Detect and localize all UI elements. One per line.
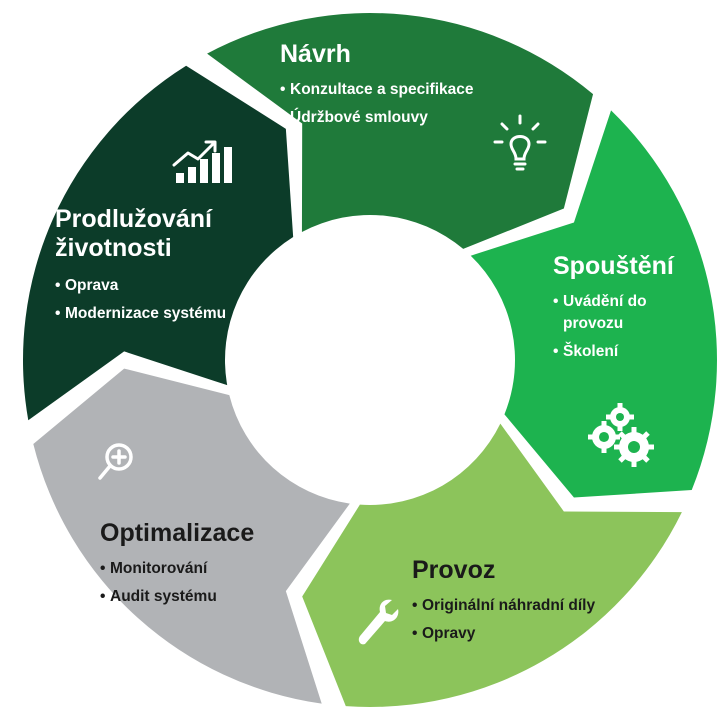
segment-item: •Opravy (412, 623, 642, 645)
bullet: • (280, 109, 286, 126)
bullet: • (412, 597, 418, 614)
segment-item: •Oprava (55, 275, 255, 297)
lightbulb-icon (493, 114, 547, 171)
item-label: Školení (563, 343, 619, 360)
segment-navrh: Návrh •Konzultace a specifikace •Údržbov… (280, 40, 570, 135)
segment-title: Optimalizace (100, 519, 255, 547)
item-label: Monitorování (110, 560, 208, 577)
segment-item: •Monitorování (100, 558, 330, 580)
segment-item: •Originální náhradní díly (412, 595, 642, 617)
item-label: Uvádění do provozu (563, 293, 647, 332)
item-label: Audit systému (110, 588, 217, 605)
bullet: • (412, 625, 418, 642)
wrench-icon (358, 599, 399, 645)
segment-item: •Školení (553, 341, 703, 363)
bullet: • (55, 277, 61, 294)
segment-provoz: Provoz •Originální náhradní díly •Opravy (412, 556, 642, 651)
ring-segment-optimalizace (33, 368, 350, 704)
item-label: Modernizace systému (65, 305, 227, 322)
item-label: Oprava (65, 277, 119, 294)
item-label: Originální náhradní díly (422, 597, 596, 614)
segment-optimalizace: Optimalizace •Monitorování •Audit systém… (100, 519, 330, 614)
magnifier-plus-icon (98, 443, 133, 480)
segment-spousteni: Spouštění •Uvádění do provozu •Školení (553, 252, 703, 369)
segment-title: Návrh (280, 40, 351, 68)
ring-segment-navrh (207, 13, 594, 249)
segment-item: •Audit systému (100, 586, 330, 608)
segment-item: •Uvádění do provozu (553, 291, 703, 335)
segment-prodluzovani: Prodlužování životnosti •Oprava •Moderni… (55, 205, 255, 331)
item-label: Opravy (422, 625, 476, 642)
bullet: • (55, 305, 61, 322)
segment-title: Spouštění (553, 252, 674, 280)
bullet: • (100, 560, 106, 577)
ring-segment-provoz (302, 423, 682, 707)
item-label: Konzultace a specifikace (290, 81, 474, 98)
segment-item: •Konzultace a specifikace (280, 79, 570, 101)
segment-item: •Údržbové smlouvy (280, 107, 570, 129)
bullet: • (553, 293, 559, 310)
bullet: • (100, 588, 106, 605)
segment-title: Provoz (412, 556, 496, 584)
growth-chart-icon (172, 140, 232, 183)
gears-icon (588, 403, 654, 467)
bullet: • (280, 81, 286, 98)
segment-title: Prodlužování životnosti (55, 205, 212, 262)
ring-segment-spousteni (470, 110, 717, 498)
bullet: • (553, 343, 559, 360)
segment-item: •Modernizace systému (55, 303, 255, 325)
item-label: Údržbové smlouvy (290, 109, 428, 126)
